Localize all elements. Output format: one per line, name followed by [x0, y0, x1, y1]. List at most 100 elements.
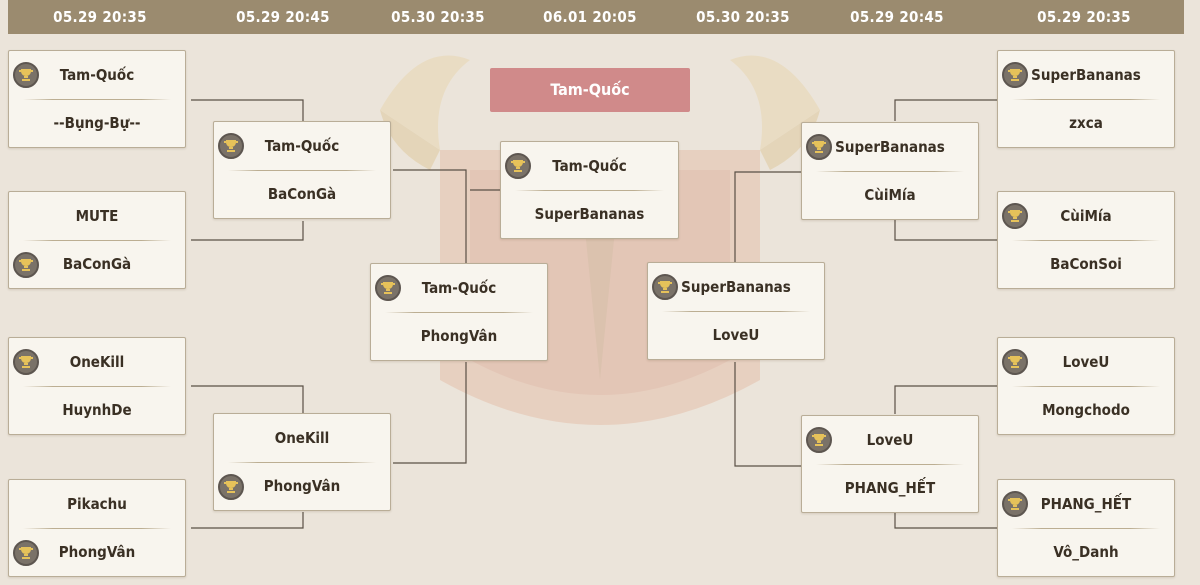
schedule-header-bar	[8, 0, 1184, 34]
divider	[1012, 240, 1160, 241]
trophy-icon	[806, 427, 832, 453]
divider	[23, 386, 171, 387]
trophy-icon	[505, 153, 531, 179]
match-card-left-r1-m4[interactable]: Pikachu PhongVân	[8, 479, 186, 577]
team-name: SuperBananas	[534, 205, 645, 223]
round-date-left-r2: 05.29 20:45	[236, 8, 330, 26]
round-date-right-r2: 05.29 20:45	[850, 8, 944, 26]
trophy-icon	[375, 275, 401, 301]
team-name: PHANG_HẾT	[1040, 495, 1132, 513]
team-name: Vô_Danh	[1053, 543, 1119, 561]
team-slot-winner[interactable]: LoveU	[802, 416, 978, 465]
team-name: OneKill	[69, 353, 125, 371]
team-name: Pikachu	[67, 495, 127, 513]
team-slot[interactable]: MUTE	[9, 192, 185, 241]
team-slot[interactable]: Mongchodo	[998, 386, 1174, 435]
team-slot[interactable]: PHANG_HẾT	[802, 464, 978, 513]
team-slot[interactable]: --Bụng-Bự--	[9, 99, 185, 148]
team-name: zxca	[1069, 114, 1103, 132]
team-name: CùiMía	[864, 186, 916, 204]
team-name: PhongVân	[58, 543, 136, 561]
team-slot-winner[interactable]: Tam-Quốc	[371, 264, 547, 313]
team-slot-winner[interactable]: Tam-Quốc	[9, 51, 185, 100]
match-card-right-r1-m3[interactable]: LoveU Mongchodo	[997, 337, 1175, 435]
team-slot-winner[interactable]: PhongVân	[214, 462, 390, 511]
match-card-left-r2-m2[interactable]: OneKill PhongVân	[213, 413, 391, 511]
match-card-left-semi[interactable]: Tam-Quốc PhongVân	[370, 263, 548, 361]
match-card-final[interactable]: Tam-Quốc SuperBananas	[500, 141, 679, 239]
team-slot-winner[interactable]: OneKill	[9, 338, 185, 387]
trophy-icon	[13, 62, 39, 88]
divider	[816, 464, 964, 465]
match-card-right-semi[interactable]: SuperBananas LoveU	[647, 262, 825, 360]
round-date-left-semi: 05.30 20:35	[391, 8, 485, 26]
match-card-left-r1-m2[interactable]: MUTE BaConGà	[8, 191, 186, 289]
team-slot-winner[interactable]: SuperBananas	[648, 263, 824, 312]
trophy-icon	[1002, 349, 1028, 375]
team-slot-winner[interactable]: SuperBananas	[802, 123, 978, 172]
team-slot-winner[interactable]: SuperBananas	[998, 51, 1174, 100]
trophy-icon	[218, 133, 244, 159]
team-name: PHANG_HẾT	[844, 479, 936, 497]
team-name: Tam-Quốc	[552, 157, 627, 175]
round-date-right-semi: 05.30 20:35	[696, 8, 790, 26]
team-slot[interactable]: PhongVân	[371, 312, 547, 361]
trophy-icon	[13, 349, 39, 375]
match-card-left-r1-m1[interactable]: Tam-Quốc --Bụng-Bự--	[8, 50, 186, 148]
team-name: SuperBananas	[1031, 66, 1141, 84]
match-card-right-r2-m1[interactable]: SuperBananas CùiMía	[801, 122, 979, 220]
team-name: SuperBananas	[835, 138, 945, 156]
trophy-icon	[652, 274, 678, 300]
match-card-left-r1-m3[interactable]: OneKill HuynhDe	[8, 337, 186, 435]
team-slot-winner[interactable]: LoveU	[998, 338, 1174, 387]
divider	[228, 462, 376, 463]
team-name: LoveU	[1062, 353, 1110, 371]
team-slot[interactable]: HuynhDe	[9, 386, 185, 435]
trophy-icon	[806, 134, 832, 160]
team-slot[interactable]: CùiMía	[802, 171, 978, 220]
team-slot-winner[interactable]: PHANG_HẾT	[998, 480, 1174, 529]
team-slot[interactable]: OneKill	[214, 414, 390, 463]
team-name: --Bụng-Bự--	[53, 114, 141, 132]
team-name: PhongVân	[263, 477, 341, 495]
team-name: BaConGà	[62, 255, 132, 273]
round-date-final: 06.01 20:05	[543, 8, 637, 26]
team-name: OneKill	[274, 429, 330, 447]
match-card-right-r2-m2[interactable]: LoveU PHANG_HẾT	[801, 415, 979, 513]
divider	[515, 190, 664, 191]
team-slot[interactable]: LoveU	[648, 311, 824, 360]
match-card-right-r1-m4[interactable]: PHANG_HẾT Vô_Danh	[997, 479, 1175, 577]
team-name: LoveU	[866, 431, 914, 449]
team-slot-winner[interactable]: CùiMía	[998, 192, 1174, 241]
trophy-icon	[13, 252, 39, 278]
match-card-right-r1-m1[interactable]: SuperBananas zxca	[997, 50, 1175, 148]
team-slot-winner[interactable]: Tam-Quốc	[501, 142, 678, 191]
team-slot-winner[interactable]: Tam-Quốc	[214, 122, 390, 171]
divider	[662, 311, 810, 312]
team-slot[interactable]: BaConGà	[214, 170, 390, 219]
team-name: Tam-Quốc	[264, 137, 340, 155]
team-name: BaConSoi	[1050, 255, 1122, 273]
team-name: Tam-Quốc	[421, 279, 497, 297]
team-slot[interactable]: SuperBananas	[501, 190, 678, 239]
match-card-left-r2-m1[interactable]: Tam-Quốc BaConGà	[213, 121, 391, 219]
trophy-icon	[1002, 491, 1028, 517]
team-slot[interactable]: zxca	[998, 99, 1174, 148]
team-slot-winner[interactable]: BaConGà	[9, 240, 185, 289]
round-date-right-r1: 05.29 20:35	[1037, 8, 1131, 26]
team-slot[interactable]: BaConSoi	[998, 240, 1174, 289]
round-date-left-r1: 05.29 20:35	[53, 8, 147, 26]
team-name: BaConGà	[267, 185, 337, 203]
team-name: LoveU	[712, 326, 760, 344]
champion-banner: Tam-Quốc	[490, 68, 690, 112]
match-card-right-r1-m2[interactable]: CùiMía BaConSoi	[997, 191, 1175, 289]
divider	[23, 240, 171, 241]
divider	[816, 171, 964, 172]
team-slot[interactable]: Vô_Danh	[998, 528, 1174, 577]
team-slot-winner[interactable]: PhongVân	[9, 528, 185, 577]
divider	[385, 312, 533, 313]
team-name: MUTE	[75, 207, 119, 225]
team-slot[interactable]: Pikachu	[9, 480, 185, 529]
trophy-icon	[13, 540, 39, 566]
